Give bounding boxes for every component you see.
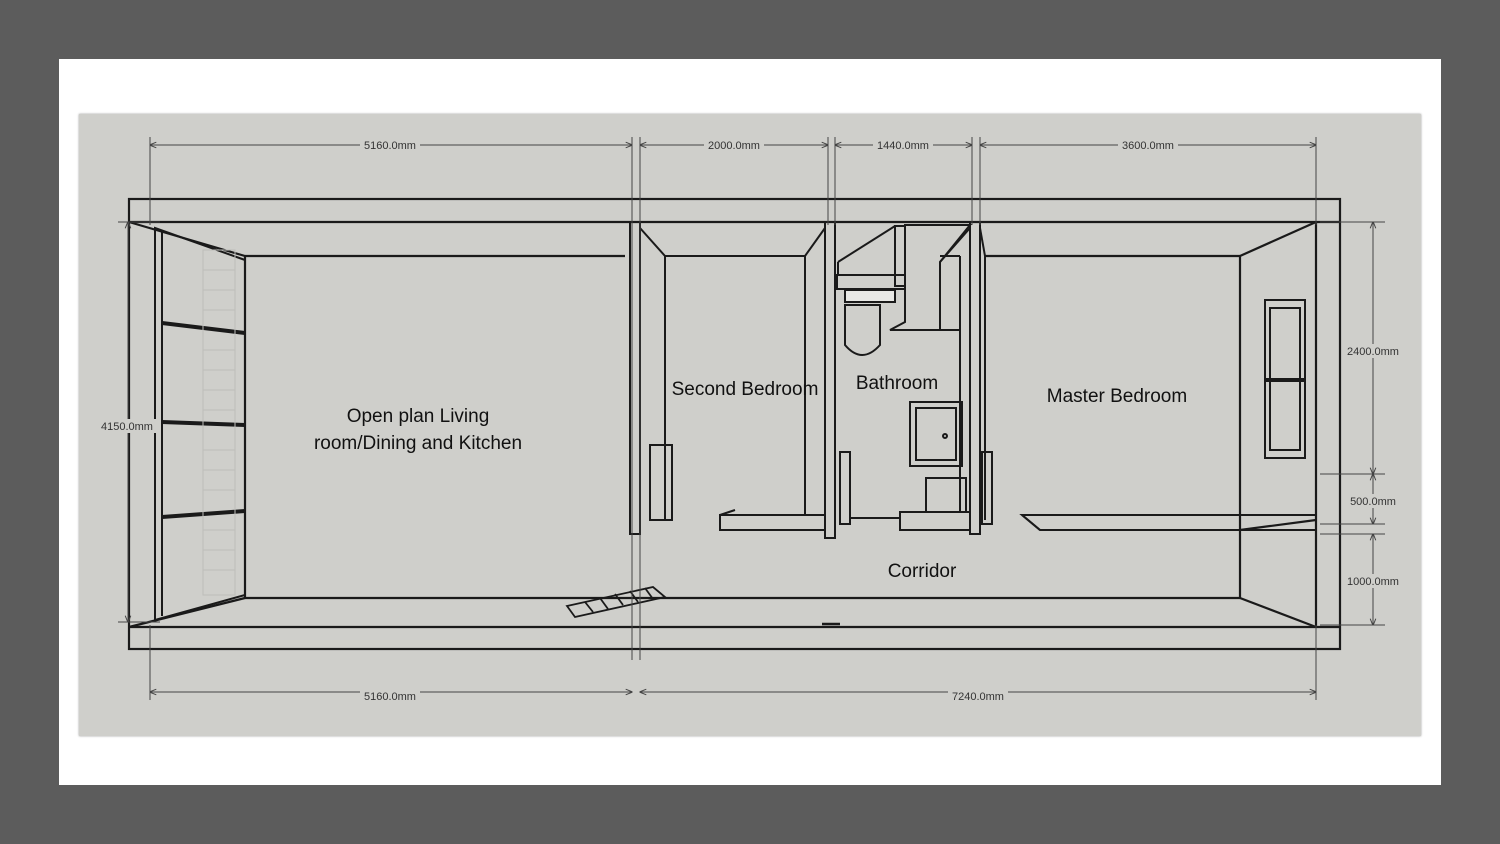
outer-walls — [127, 197, 1342, 651]
master-bedroom-furniture — [1019, 299, 1317, 531]
floor-plan-panel — [79, 114, 1421, 736]
left-dim-label-bg — [98, 419, 156, 433]
stair-steps — [565, 586, 667, 619]
room-label-bathroom: Bathroom — [856, 373, 938, 394]
dim-left-depth: 4150.0mm — [101, 421, 153, 433]
bathroom-fixtures — [836, 224, 973, 531]
dim-top-living: 5160.0mm — [364, 140, 416, 152]
glazing-bricks — [202, 249, 236, 596]
room-label-master-bedroom: Master Bedroom — [1047, 386, 1187, 407]
dim-right-wall-gap: 500.0mm — [1350, 496, 1396, 508]
dim-right-corridor: 1000.0mm — [1347, 576, 1399, 588]
wall-living-second — [629, 221, 805, 535]
dim-bottom-living: 5160.0mm — [364, 691, 416, 703]
dim-top-bathroom: 1440.0mm — [877, 140, 929, 152]
room-label-corridor: Corridor — [888, 561, 957, 582]
dim-top-master: 3600.0mm — [1122, 140, 1174, 152]
dim-right-master-depth: 2400.0mm — [1347, 346, 1399, 358]
room-label-living-line1: Open plan Living — [347, 406, 490, 427]
right-dimension-label-bgs — [1345, 344, 1401, 588]
top-dimension-label-bgs — [360, 138, 1178, 152]
right-dimension-lines — [1320, 222, 1385, 625]
wall-bathroom-master — [939, 221, 993, 535]
bottom-dimension-label-bgs — [360, 685, 1008, 699]
left-glazing — [154, 226, 246, 622]
bottom-dimension-lines — [150, 625, 1316, 700]
dim-bottom-rest: 7240.0mm — [952, 691, 1004, 703]
wall-second-bathroom — [719, 221, 836, 539]
room-label-second-bedroom: Second Bedroom — [672, 379, 819, 400]
room-label-living-line2: room/Dining and Kitchen — [314, 433, 522, 454]
dim-top-second-bedroom: 2000.0mm — [708, 140, 760, 152]
